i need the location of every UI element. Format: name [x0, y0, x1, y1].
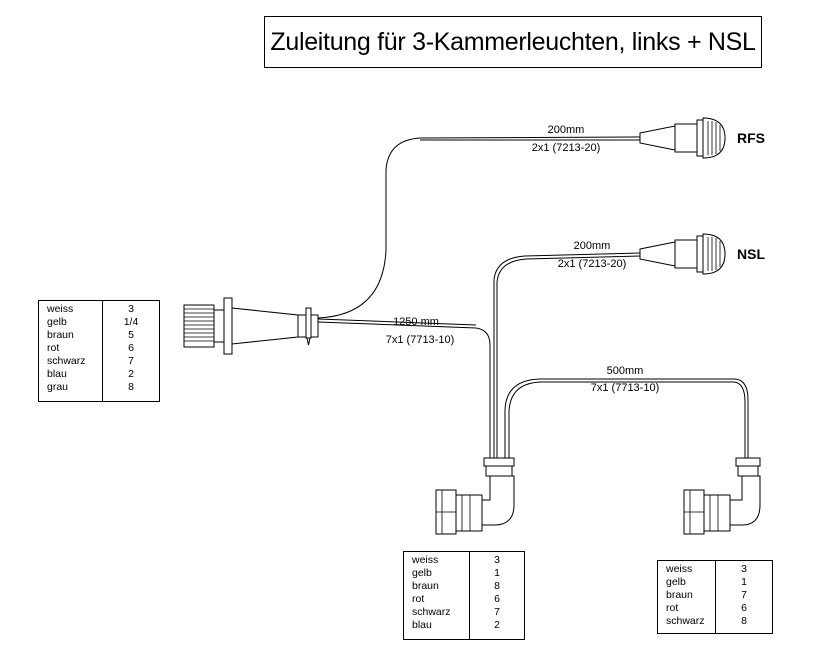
wire-color: braun [666, 589, 693, 601]
wire-color: braun [47, 329, 74, 341]
pin-table-middle: weiss gelb braun rot schwarz blau 3 1 8 … [403, 551, 525, 640]
wire-color: weiss [47, 303, 74, 315]
wire-color: blau [412, 619, 432, 631]
pin-table-right: weiss gelb braun rot schwarz 3 1 7 6 8 [657, 560, 773, 634]
right-cable [504, 378, 749, 460]
pin-number: 1 [494, 567, 500, 579]
rfs-cable [317, 136, 641, 319]
pin-table-left: weiss gelb braun rot schwarz blau grau 3… [38, 300, 160, 402]
main-cable [317, 321, 491, 460]
main-connector [183, 297, 319, 355]
rfs-label: RFS [737, 130, 765, 146]
nsl-connector [639, 233, 726, 275]
pin-number: 7 [128, 355, 134, 367]
wire-color: schwarz [412, 606, 451, 618]
pin-number: 6 [494, 593, 500, 605]
pin-number: 7 [741, 589, 747, 601]
pin-number: 2 [128, 368, 134, 380]
pin-number: 6 [741, 602, 747, 614]
main-cable-spec: 7x1 (7713-10) [386, 334, 455, 346]
nsl-cable-length: 200mm [574, 240, 611, 252]
pin-number: 3 [128, 303, 134, 315]
diagram-title: Zuleitung für 3-Kammerleuchten, links + … [264, 16, 762, 68]
rfs-cable-length: 200mm [548, 124, 585, 136]
main-cable-length: 1250 mm [393, 316, 439, 328]
right-elbow-connector [683, 457, 761, 535]
middle-elbow-connector [435, 457, 515, 535]
right-cable-inner [508, 381, 746, 460]
main-cable-inner [317, 318, 477, 326]
wire-color: gelb [666, 576, 686, 588]
wire-color: weiss [666, 563, 693, 575]
wire-color: gelb [47, 316, 67, 328]
pin-number: 8 [494, 580, 500, 592]
wire-color: schwarz [666, 615, 705, 627]
nsl-label: NSL [737, 246, 765, 262]
wire-color: blau [47, 368, 67, 380]
wire-color: rot [47, 342, 60, 354]
wire-color: rot [666, 602, 679, 614]
nsl-cable [493, 252, 641, 460]
wire-color: braun [412, 580, 439, 592]
pin-number: 1 [741, 576, 747, 588]
pin-number: 3 [494, 554, 500, 566]
nsl-cable-spec: 2x1 (7213-20) [558, 258, 627, 270]
pin-number: 6 [128, 342, 134, 354]
wire-color: rot [412, 593, 425, 605]
wire-color: gelb [412, 567, 432, 579]
pin-number: 8 [128, 381, 134, 393]
rfs-connector [639, 117, 726, 159]
nsl-cable-inner [496, 255, 641, 460]
pin-number: 7 [494, 606, 500, 618]
pin-number: 2 [494, 619, 500, 631]
pin-number: 1/4 [123, 316, 139, 328]
right-cable-length: 500mm [607, 365, 644, 377]
wire-color: weiss [412, 554, 439, 566]
pin-number: 8 [741, 615, 747, 627]
rfs-cable-spec: 2x1 (7213-20) [532, 142, 601, 154]
wire-color: grau [47, 381, 69, 393]
pin-number: 3 [741, 563, 747, 575]
wire-color: schwarz [47, 355, 86, 367]
pin-number: 5 [128, 329, 134, 341]
right-cable-spec: 7x1 (7713-10) [591, 382, 660, 394]
